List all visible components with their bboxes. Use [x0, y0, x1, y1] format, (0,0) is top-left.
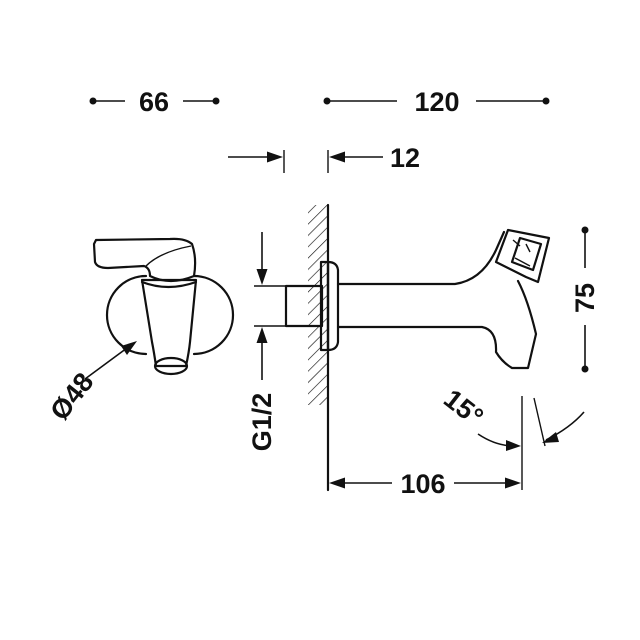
escutcheon-disc	[105, 274, 148, 356]
height-label: 75	[570, 283, 600, 313]
front-view	[92, 237, 235, 376]
dimension-120: 120	[323, 87, 550, 117]
dimension-120-label: 120	[414, 87, 459, 117]
spout	[336, 230, 538, 370]
angle-label: 15°	[438, 384, 489, 433]
dimension-12: 12	[228, 143, 420, 173]
dimension-diameter: Ø48	[44, 341, 137, 426]
dimension-66-label: 66	[139, 87, 169, 117]
dimension-106: 106	[329, 469, 521, 499]
dimension-66: 66	[89, 87, 220, 117]
dimension-angle: 15°	[438, 384, 585, 490]
dimension-thread: G1/2	[247, 232, 286, 451]
reach-label: 106	[400, 469, 445, 499]
valve-body	[140, 278, 198, 368]
lever-handle	[92, 237, 197, 283]
spout-lever	[494, 228, 551, 284]
wall-section	[308, 203, 330, 492]
diameter-label: Ø48	[44, 367, 99, 426]
thread-label: G1/2	[247, 393, 277, 452]
dimension-12-label: 12	[390, 143, 420, 173]
dimension-75: 75	[570, 226, 600, 373]
side-view	[284, 228, 551, 370]
